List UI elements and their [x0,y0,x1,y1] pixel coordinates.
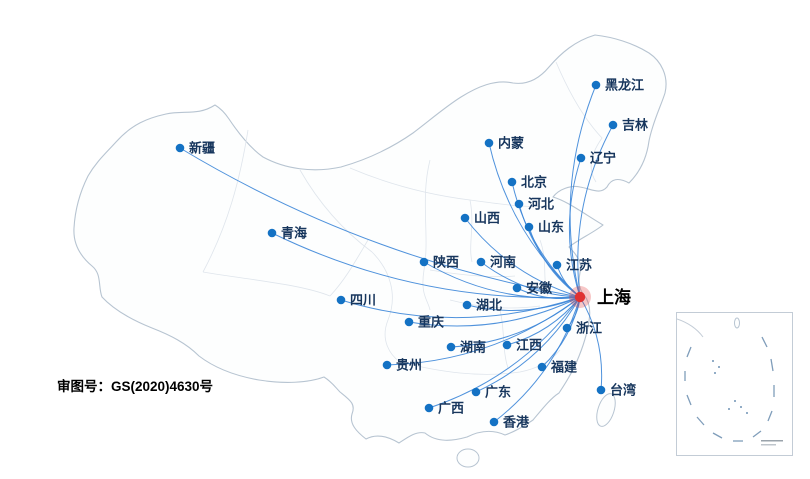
province-dot [537,362,547,372]
inset-islands [712,360,748,414]
province-dot [336,295,346,305]
province-dot [382,360,392,370]
flight-lines-layer [179,84,614,423]
province-dots-layer [175,80,618,427]
province-dot [524,222,534,232]
province-label: 内蒙 [498,136,524,151]
inset-scale-marks [761,440,783,446]
province-dot [562,323,572,333]
province-label: 青海 [281,226,307,241]
flight-line [516,287,581,299]
south-china-sea-inset [676,312,793,456]
province-label: 河北 [528,197,554,212]
province-dot [476,257,486,267]
province-dot [576,153,586,163]
inset-mainland-coast [677,318,704,338]
province-dot [489,417,499,427]
province-dot [514,199,524,209]
province-dot [502,340,512,350]
province-label: 新疆 [189,141,215,156]
flight-line [506,296,581,346]
province-label: 陕西 [433,255,459,270]
flight-line [386,296,581,366]
flight-line [579,296,603,391]
hainan-island [456,448,480,468]
south-china-sea-canvas [677,317,783,446]
flight-line [541,296,581,368]
province-label: 江西 [516,338,542,353]
flight-line [569,84,597,298]
province-dot [462,300,472,310]
province-label: 浙江 [576,321,602,336]
province-dot [419,257,429,267]
map-approval-number: 审图号：GS(2020)4630号 [57,379,214,394]
flight-line [480,261,581,298]
province-label: 山东 [538,220,564,235]
flight-line [428,296,581,409]
province-label: 广西 [438,401,464,416]
province-label: 黑龙江 [605,78,644,93]
inset-taiwan [734,317,740,329]
hub-dot [574,291,586,303]
province-label: 福建 [550,360,577,375]
province-dot [596,385,606,395]
province-dot [552,260,562,270]
province-dot [484,138,494,148]
flight-line [568,157,582,298]
province-label: 河南 [490,255,516,270]
province-dot [267,228,277,238]
province-dot [512,283,522,293]
province-label: 湖北 [476,298,502,313]
flight-line [493,296,581,423]
province-dot [446,342,456,352]
flight-line [475,296,581,393]
province-dot [404,317,414,327]
province-label: 吉林 [622,118,648,133]
province-dot [460,213,470,223]
province-label: 广东 [485,385,511,400]
province-dot [424,403,434,413]
province-dot [608,120,618,130]
hub-label: 上海 [597,287,631,307]
province-label: 台湾 [610,383,636,398]
province-label: 山西 [474,211,500,226]
nine-dash-line [684,336,775,442]
province-dot [471,387,481,397]
province-label: 北京 [521,175,547,190]
province-label: 重庆 [418,315,444,330]
taiwan-island [596,393,616,427]
province-dot [175,143,185,153]
province-dot [591,80,601,90]
flight-line [408,296,581,327]
hub-layer: 上海 [569,286,631,308]
province-label: 江苏 [566,258,592,273]
province-label: 香港 [502,415,530,430]
china-landmass [73,34,667,468]
province-label: 湖南 [460,340,486,355]
province-label: 安徽 [526,281,553,296]
flight-line [423,261,581,299]
flight-line [464,217,581,298]
province-dot [507,177,517,187]
province-label: 辽宁 [590,151,616,166]
flight-line [466,296,581,311]
flight-line [577,124,614,298]
province-label: 四川 [350,293,376,308]
province-label: 贵州 [396,358,422,373]
